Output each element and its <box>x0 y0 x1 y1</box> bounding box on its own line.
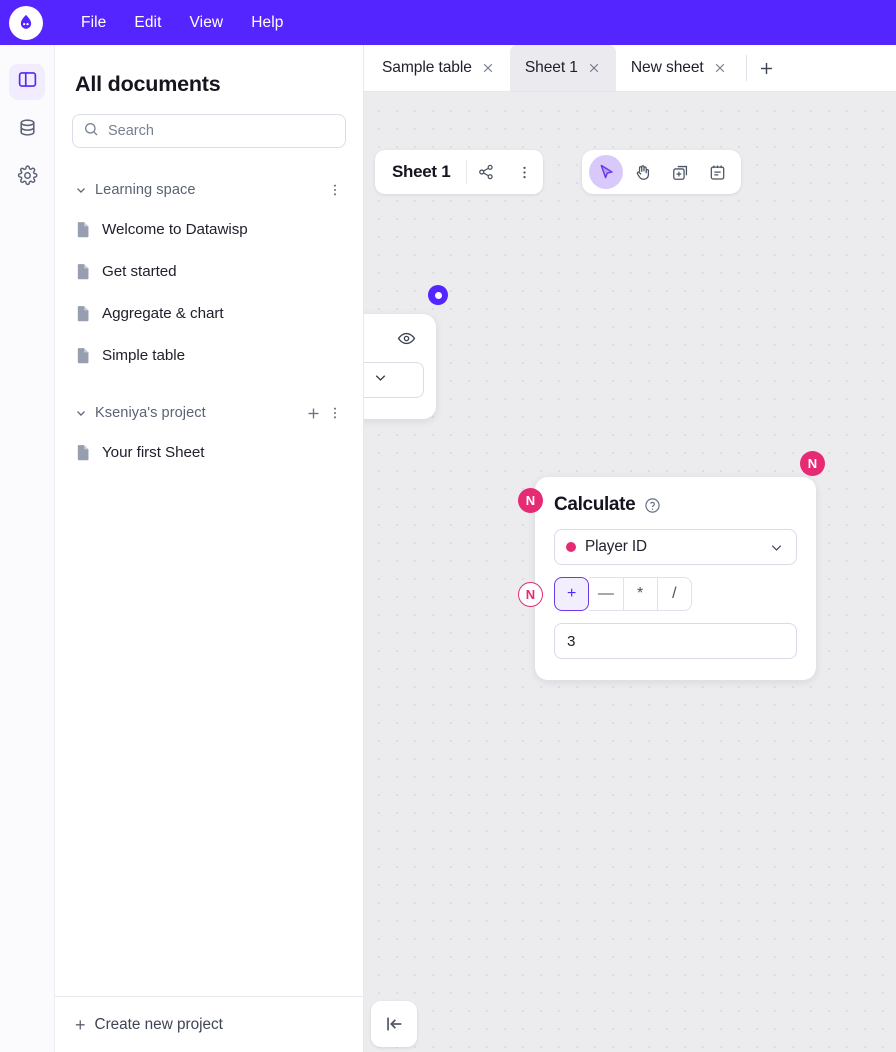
list-item[interactable]: Simple table <box>72 340 346 371</box>
rail-item-documents[interactable] <box>9 64 45 100</box>
canvas-toolbar <box>582 150 741 194</box>
kebab-menu-icon[interactable] <box>324 402 346 424</box>
tab-label: New sheet <box>630 59 704 76</box>
tab-new-sheet[interactable]: New sheet <box>616 45 742 91</box>
output-port-upstream[interactable] <box>428 285 448 305</box>
canvas-top-edge <box>364 92 896 102</box>
gear-icon <box>17 165 38 191</box>
chevron-down-icon <box>372 369 389 391</box>
main-area: Sample table Sheet 1 <box>364 45 896 1052</box>
sheet-title[interactable]: Sheet 1 <box>392 162 451 181</box>
help-circle-icon[interactable] <box>644 497 661 514</box>
add-block-icon[interactable] <box>663 155 697 189</box>
kebab-menu-icon[interactable] <box>324 179 346 201</box>
calculate-node-title: Calculate <box>554 494 636 515</box>
document-icon <box>76 305 91 322</box>
list-item-label: Aggregate & chart <box>102 305 224 322</box>
list-item-label: Simple table <box>102 347 185 364</box>
close-icon[interactable] <box>713 61 727 75</box>
operator-button-group: + — * / <box>554 577 692 611</box>
flow-canvas[interactable]: Calculate Player ID <box>364 92 896 1052</box>
plus-icon[interactable] <box>302 402 324 424</box>
tab-label: Sheet 1 <box>524 59 578 76</box>
sidebar-group-label: Kseniya's project <box>95 405 206 421</box>
menu-help[interactable]: Help <box>251 13 284 31</box>
create-new-project-label: Create new project <box>94 1015 223 1033</box>
output-port-calculate[interactable]: N <box>800 451 825 476</box>
sidebar-group-label: Learning space <box>95 182 196 198</box>
list-item[interactable]: Aggregate & chart <box>72 298 346 329</box>
rail-item-data[interactable] <box>9 112 45 148</box>
operator-divide-button[interactable]: / <box>657 577 692 611</box>
chevron-down-icon <box>768 539 785 556</box>
divider <box>466 160 468 184</box>
hand-pan-icon[interactable] <box>626 155 660 189</box>
sidebar-group-kseniyas-project[interactable]: Kseniya's project <box>72 400 346 426</box>
input-port-value[interactable]: N <box>518 582 543 607</box>
database-icon <box>17 117 38 143</box>
chevron-down-icon <box>74 406 88 420</box>
document-icon <box>76 444 91 461</box>
document-icon <box>76 221 91 238</box>
sheet-card: Sheet 1 <box>375 150 544 194</box>
kebab-menu-icon[interactable] <box>505 150 543 194</box>
document-icon <box>76 263 91 280</box>
menu-file[interactable]: File <box>81 13 107 31</box>
search-icon <box>83 121 99 142</box>
sidebar-scroll-area: All documents <box>55 45 363 996</box>
list-item-label: Your first Sheet <box>102 444 205 461</box>
close-icon[interactable] <box>481 61 495 75</box>
search-input[interactable] <box>108 123 335 139</box>
sidebar-group-learning-space[interactable]: Learning space <box>72 177 346 203</box>
menu-edit[interactable]: Edit <box>134 13 162 31</box>
column-select-value: Player ID <box>585 538 648 555</box>
calculate-node[interactable]: Calculate Player ID <box>535 477 816 680</box>
list-item[interactable]: Your first Sheet <box>72 437 346 468</box>
top-menu-bar: File Edit View Help <box>0 0 896 45</box>
list-item-label: Welcome to Datawisp <box>102 221 248 238</box>
plus-icon: + <box>75 1014 86 1035</box>
operator-multiply-button[interactable]: * <box>623 577 658 611</box>
close-icon[interactable] <box>587 61 601 75</box>
value-field[interactable] <box>554 623 797 659</box>
list-item-label: Get started <box>102 263 177 280</box>
collapse-panel-button[interactable] <box>371 1001 417 1047</box>
rail-item-settings[interactable] <box>9 160 45 196</box>
upstream-node-clipped[interactable] <box>364 314 436 419</box>
tab-label: Sample table <box>382 59 472 76</box>
page-title: All documents <box>75 72 221 96</box>
chevron-down-icon <box>74 183 88 197</box>
input-port-column[interactable]: N <box>518 488 543 513</box>
upstream-node-select[interactable] <box>364 362 424 398</box>
operator-minus-button[interactable]: — <box>589 577 624 611</box>
column-select[interactable]: Player ID <box>554 529 797 565</box>
tab-sheet-1[interactable]: Sheet 1 <box>509 45 616 91</box>
list-item[interactable]: Welcome to Datawisp <box>72 214 346 245</box>
icon-rail <box>0 45 55 1052</box>
add-tab-button[interactable] <box>749 50 785 86</box>
tab-sample-table[interactable]: Sample table <box>367 45 510 91</box>
list-item[interactable]: Get started <box>72 256 346 287</box>
droplet-icon <box>20 14 32 29</box>
tab-divider <box>745 55 747 81</box>
menu-view[interactable]: View <box>189 13 224 31</box>
operator-plus-button[interactable]: + <box>554 577 590 611</box>
tab-bar: Sample table Sheet 1 <box>364 45 896 92</box>
plus-icon <box>761 62 773 74</box>
column-type-dot-icon <box>566 542 576 552</box>
collapse-panel-left-icon <box>387 1017 402 1031</box>
documents-sidebar: All documents <box>55 45 364 1052</box>
note-icon[interactable] <box>700 155 734 189</box>
panel-layout-icon <box>17 69 38 95</box>
eye-icon[interactable] <box>397 329 416 348</box>
document-icon <box>76 347 91 364</box>
body-row: All documents <box>0 45 896 1052</box>
cursor-select-icon[interactable] <box>589 155 623 189</box>
calculate-node-header: Calculate <box>554 494 797 516</box>
share-icon[interactable] <box>467 150 505 194</box>
search-box[interactable] <box>72 114 346 148</box>
create-new-project-button[interactable]: + Create new project <box>55 996 363 1052</box>
datawisp-droplet-logo[interactable] <box>9 5 43 40</box>
value-input[interactable] <box>567 632 784 650</box>
